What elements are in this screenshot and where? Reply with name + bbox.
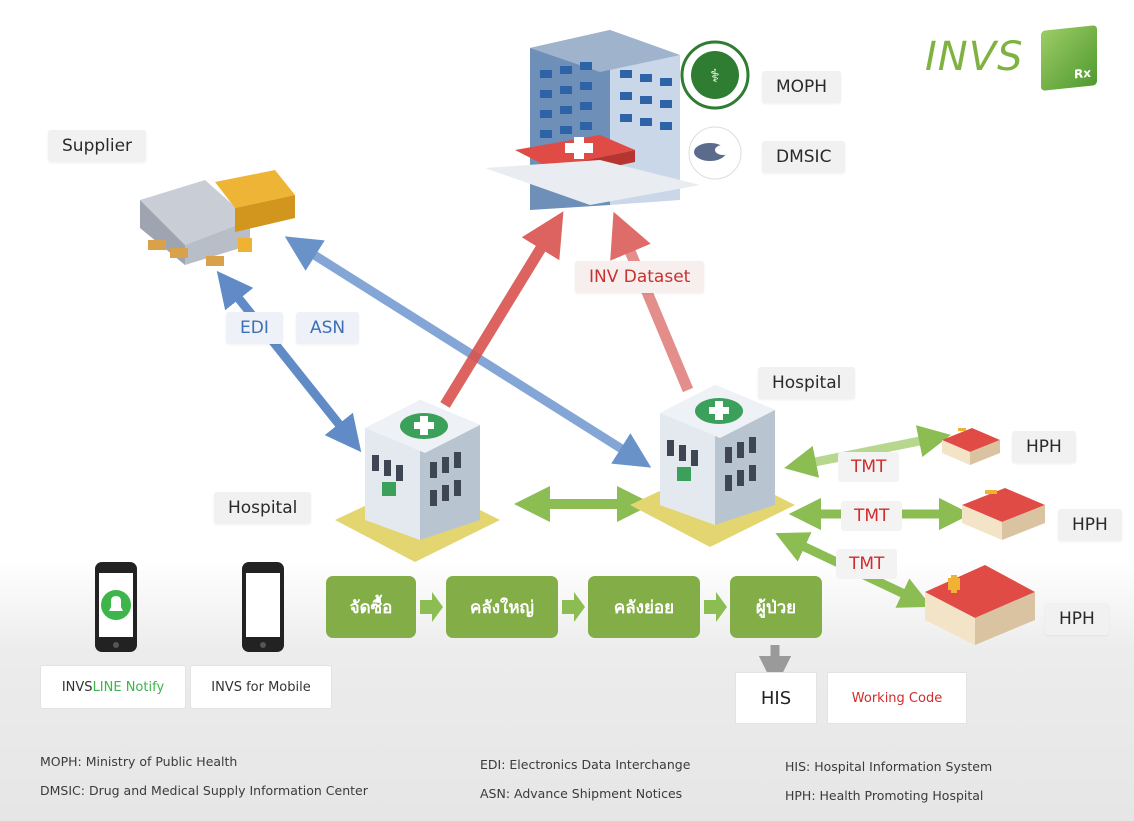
legend-edi: EDI: Electronics Data Interchange [480, 757, 691, 772]
inv-dataset-arrow-left [440, 211, 564, 408]
invs-logo-text: INVS [925, 34, 1024, 80]
asn-label: ASN [296, 312, 360, 344]
tmt-label-3: TMT [836, 549, 898, 579]
legend-dmsic: DMSIC: Drug and Medical Supply Informati… [40, 783, 368, 798]
asn-arrow [284, 236, 652, 468]
phone-mobile-icon [242, 562, 284, 652]
flow-arrow-1 [420, 592, 443, 622]
invs-mobile-caption: INVS for Mobile [190, 665, 332, 709]
notify-prefix: INVS [61, 679, 93, 695]
working-code-box: Working Code [827, 672, 967, 724]
notify-highlight: LINE Notify [92, 679, 165, 695]
legend-moph: MOPH: Ministry of Public Health [40, 754, 238, 769]
his-box: HIS [735, 672, 817, 724]
moph-label: MOPH [762, 71, 842, 103]
hph-label-2: HPH [1058, 509, 1122, 541]
hph-building-3 [925, 565, 1035, 645]
working-code-label: Working Code [851, 690, 943, 706]
hph-label-1: HPH [1012, 431, 1076, 463]
tmt-arrow-1 [784, 425, 951, 478]
his-label: HIS [760, 687, 792, 709]
hospital-right-label: Hospital [758, 367, 856, 399]
hph-building-2 [962, 488, 1045, 540]
supplier-label: Supplier [48, 130, 147, 162]
tmt-label-2: TMT [841, 501, 903, 531]
legend-his: HIS: Hospital Information System [785, 759, 993, 774]
hph-building-1 [942, 428, 1000, 465]
invs-logo: INVS Rx [925, 25, 1125, 98]
inv-dataset-label: INV Dataset [575, 261, 705, 293]
flow-step-main-warehouse: คลังใหญ่ [446, 576, 558, 638]
phone-notify-icon [95, 562, 137, 652]
legend-hph: HPH: Health Promoting Hospital [785, 788, 984, 803]
flow-arrow-2 [562, 592, 585, 622]
flow-step-procurement: จัดซื้อ [326, 576, 416, 638]
svg-text:⚕: ⚕ [710, 66, 720, 87]
hph-label-3: HPH [1045, 603, 1109, 635]
edi-label: EDI [226, 312, 283, 344]
legend-asn: ASN: Advance Shipment Notices [480, 786, 683, 801]
inv-dataset-arrow-right [610, 211, 694, 393]
dmsic-label: DMSIC [762, 141, 846, 173]
tmt-label-1: TMT [838, 452, 900, 482]
flow-step-sub-warehouse: คลังย่อย [588, 576, 700, 638]
hospital-left-label: Hospital [214, 492, 312, 524]
flow-step-patient: ผู้ป่วย [730, 576, 822, 638]
flow-arrow-3 [704, 592, 727, 622]
